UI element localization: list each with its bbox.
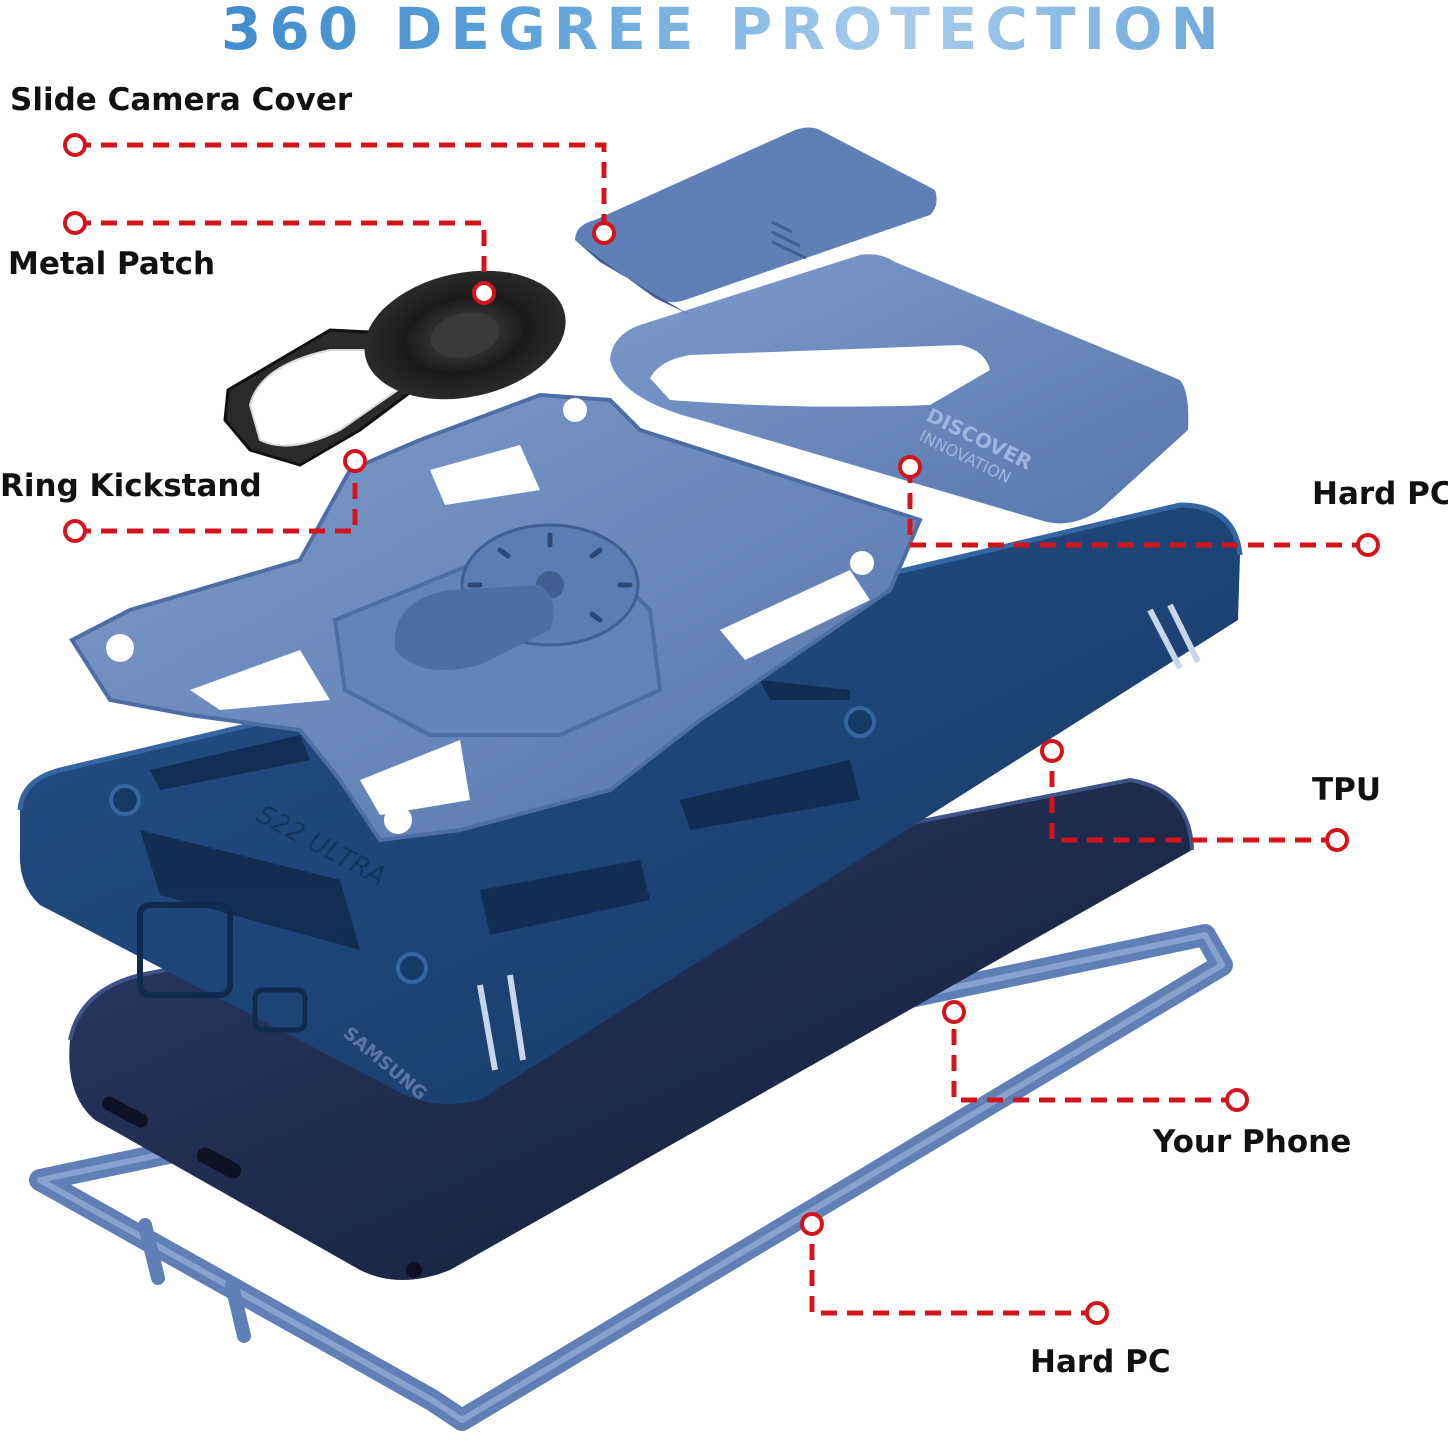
label-hard-pc-bottom: Hard PC: [1030, 1344, 1171, 1380]
label-hard-pc-top: Hard PC: [1312, 476, 1448, 512]
top-hard-pc-shell: DISCOVER INNOVATION: [69, 254, 1189, 843]
callout-lines: [75, 142, 1368, 1316]
label-metal-patch: Metal Patch: [8, 246, 216, 282]
label-ring-kickstand: Ring Kickstand: [0, 468, 262, 504]
label-your-phone: Your Phone: [1153, 1124, 1352, 1160]
slide-camera-cover: [575, 127, 937, 315]
camera-slider-icon: [771, 220, 807, 260]
label-slide-camera-cover: Slide Camera Cover: [10, 82, 353, 118]
page-title: 360 DEGREE PROTECTION: [0, 0, 1448, 60]
callout-dot-icon: [63, 133, 1380, 1325]
ring-kickstand-icon: [223, 270, 566, 467]
bottom-hard-pc-frame: [29, 924, 1233, 1431]
label-tpu: TPU: [1312, 772, 1382, 808]
